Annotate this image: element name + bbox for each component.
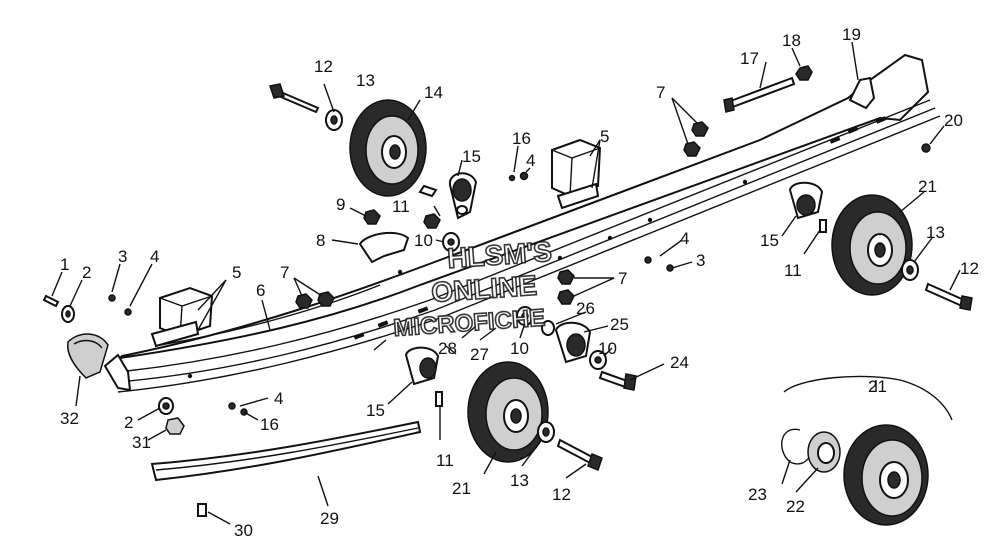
callout-29: 29 — [320, 509, 339, 528]
washers — [61, 109, 919, 443]
watermark-line2: ONLINE — [430, 270, 538, 308]
callout-15: 15 — [366, 401, 385, 420]
nuts — [108, 65, 931, 435]
axle-bracket-15-top — [448, 172, 478, 220]
callout-21: 21 — [452, 479, 471, 498]
wear-strip — [150, 420, 422, 482]
callout-31: 31 — [132, 433, 151, 452]
callout-4: 4 — [150, 247, 159, 266]
callout-24: 24 — [670, 353, 689, 372]
axle-bracket-25 — [554, 321, 592, 364]
callout-1: 1 — [60, 255, 69, 274]
bolts — [42, 76, 973, 517]
callout-3: 3 — [118, 247, 127, 266]
bearing — [807, 431, 841, 473]
callout-4: 4 — [526, 151, 535, 170]
callout-12: 12 — [314, 57, 333, 76]
callout-10: 10 — [598, 339, 617, 358]
axle-bracket-15-right — [788, 181, 824, 220]
callout-12: 12 — [960, 259, 979, 278]
callout-7: 7 — [618, 269, 627, 288]
callout-21: 21 — [868, 377, 887, 396]
callout-7: 7 — [280, 263, 289, 282]
callout-23: 23 — [748, 485, 767, 504]
callout-17: 17 — [740, 49, 759, 68]
block-lower — [150, 286, 214, 348]
rear-cap — [66, 333, 109, 379]
callout-2: 2 — [124, 413, 133, 432]
callout-15: 15 — [462, 147, 481, 166]
callout-11: 11 — [392, 197, 410, 216]
watermark-line3: MICROFICHE — [393, 304, 547, 342]
callout-19: 19 — [842, 25, 861, 44]
callout-21: 21 — [918, 177, 937, 196]
slide-rail — [103, 53, 941, 393]
leader-lines — [51, 41, 961, 525]
callout-13: 13 — [510, 471, 529, 490]
callout-3: 3 — [696, 251, 705, 270]
callout-10: 10 — [414, 231, 433, 250]
callout-16: 16 — [512, 129, 531, 148]
callout-labels: 1 2 3 4 5 6 7 12 13 14 15 11 9 8 10 16 4… — [60, 25, 979, 540]
callout-4: 4 — [680, 229, 689, 248]
wheel-14 — [349, 99, 427, 197]
rail-upper-edge — [159, 284, 381, 346]
callout-16: 16 — [260, 415, 279, 434]
callout-2: 2 — [82, 263, 91, 282]
wheel-21-bottom — [467, 361, 549, 463]
callout-14: 14 — [424, 83, 443, 102]
callout-15: 15 — [760, 231, 779, 250]
callout-5: 5 — [232, 263, 241, 282]
callout-11: 11 — [436, 451, 454, 470]
callout-4: 4 — [274, 389, 283, 408]
detail-bracket — [783, 375, 953, 421]
callout-27: 27 — [470, 345, 489, 364]
callout-7: 7 — [656, 83, 665, 102]
axle-bracket-15-bottom — [404, 346, 440, 386]
callout-9: 9 — [336, 195, 345, 214]
callout-28: 28 — [438, 339, 457, 358]
callout-11: 11 — [784, 261, 802, 280]
callout-18: 18 — [782, 31, 801, 50]
callout-30: 30 — [234, 521, 253, 540]
callout-25: 25 — [610, 315, 629, 334]
callout-13: 13 — [926, 223, 945, 242]
callout-13: 13 — [356, 71, 375, 90]
callout-8: 8 — [316, 231, 325, 250]
callout-32: 32 — [60, 409, 79, 428]
watermark: HLSM'S ONLINE MICROFICHE — [392, 235, 554, 343]
callout-26: 26 — [576, 299, 595, 318]
wheel-21-detail — [843, 424, 929, 526]
block-upper — [551, 138, 602, 210]
wheel-21-right — [831, 194, 913, 296]
callout-12: 12 — [552, 485, 571, 504]
callout-22: 22 — [786, 497, 805, 516]
bracket-8 — [358, 231, 410, 264]
callout-10: 10 — [510, 339, 529, 358]
callout-20: 20 — [944, 111, 963, 130]
callout-6: 6 — [256, 281, 265, 300]
callout-5: 5 — [600, 127, 609, 146]
